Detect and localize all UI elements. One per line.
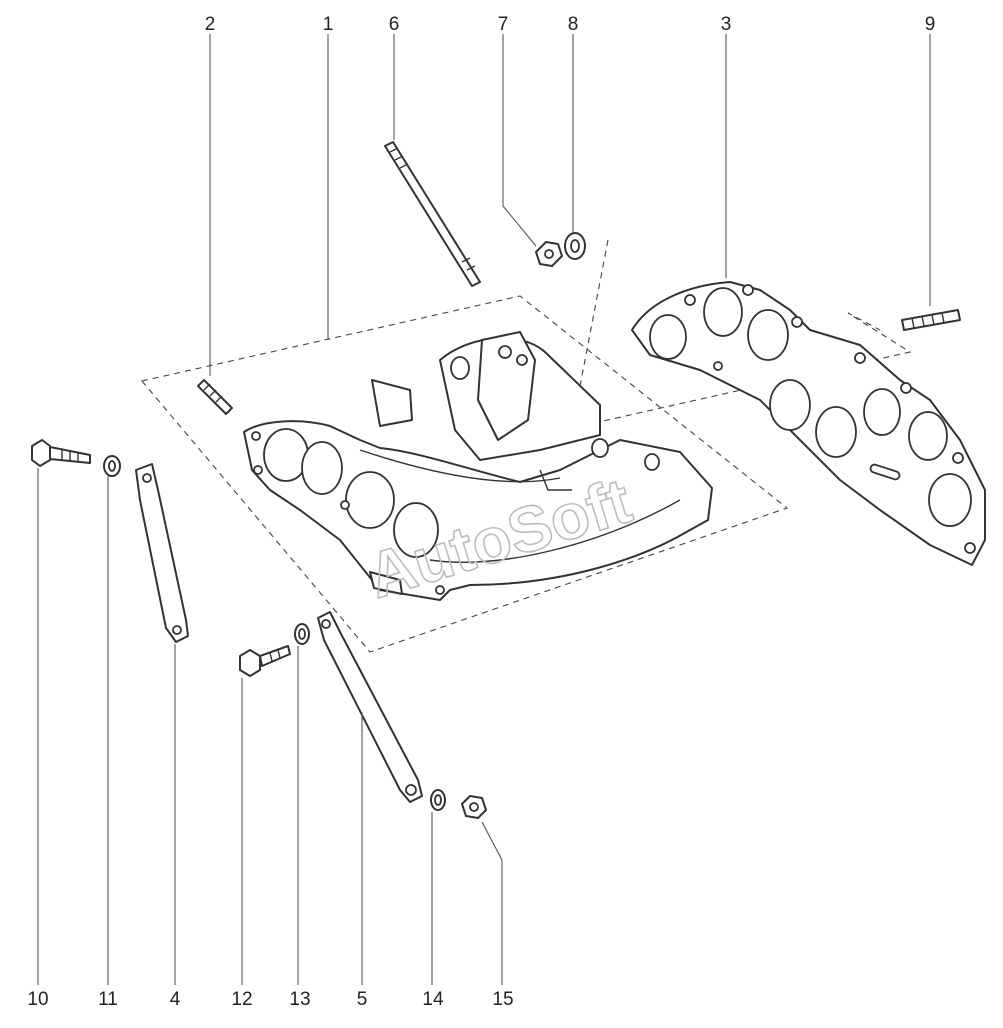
callout-2: 2	[205, 14, 216, 35]
callout-9: 9	[925, 14, 936, 35]
nut-upper	[535, 241, 563, 267]
support-bracket-right	[317, 611, 423, 803]
washer-upper	[564, 232, 586, 260]
callout-5: 5	[357, 989, 368, 1010]
callout-10: 10	[27, 989, 48, 1010]
assembly-envelope	[140, 295, 789, 653]
callout-1: 1	[323, 14, 334, 35]
spring-washer-right	[430, 789, 446, 811]
callout-13: 13	[289, 989, 310, 1010]
stud-short	[197, 379, 233, 415]
callout-7: 7	[498, 14, 509, 35]
bolt-short	[239, 645, 291, 677]
stud-gasket	[901, 309, 961, 331]
callout-4: 4	[170, 989, 181, 1010]
stud-long	[384, 141, 481, 287]
spring-washer-left	[103, 455, 121, 477]
callout-8: 8	[568, 14, 579, 35]
leader-lines	[37, 34, 931, 985]
nut-lower	[461, 795, 487, 819]
manifold-gasket	[631, 281, 986, 566]
spring-washer-middle	[294, 623, 310, 645]
bolt-long	[31, 439, 91, 467]
callout-6: 6	[389, 14, 400, 35]
intake-manifold	[243, 331, 713, 601]
callout-11: 11	[98, 989, 118, 1010]
callout-12: 12	[231, 989, 252, 1010]
callout-15: 15	[492, 989, 513, 1010]
callout-14: 14	[422, 989, 444, 1010]
callout-3: 3	[721, 14, 732, 35]
support-bracket-left	[135, 463, 189, 643]
